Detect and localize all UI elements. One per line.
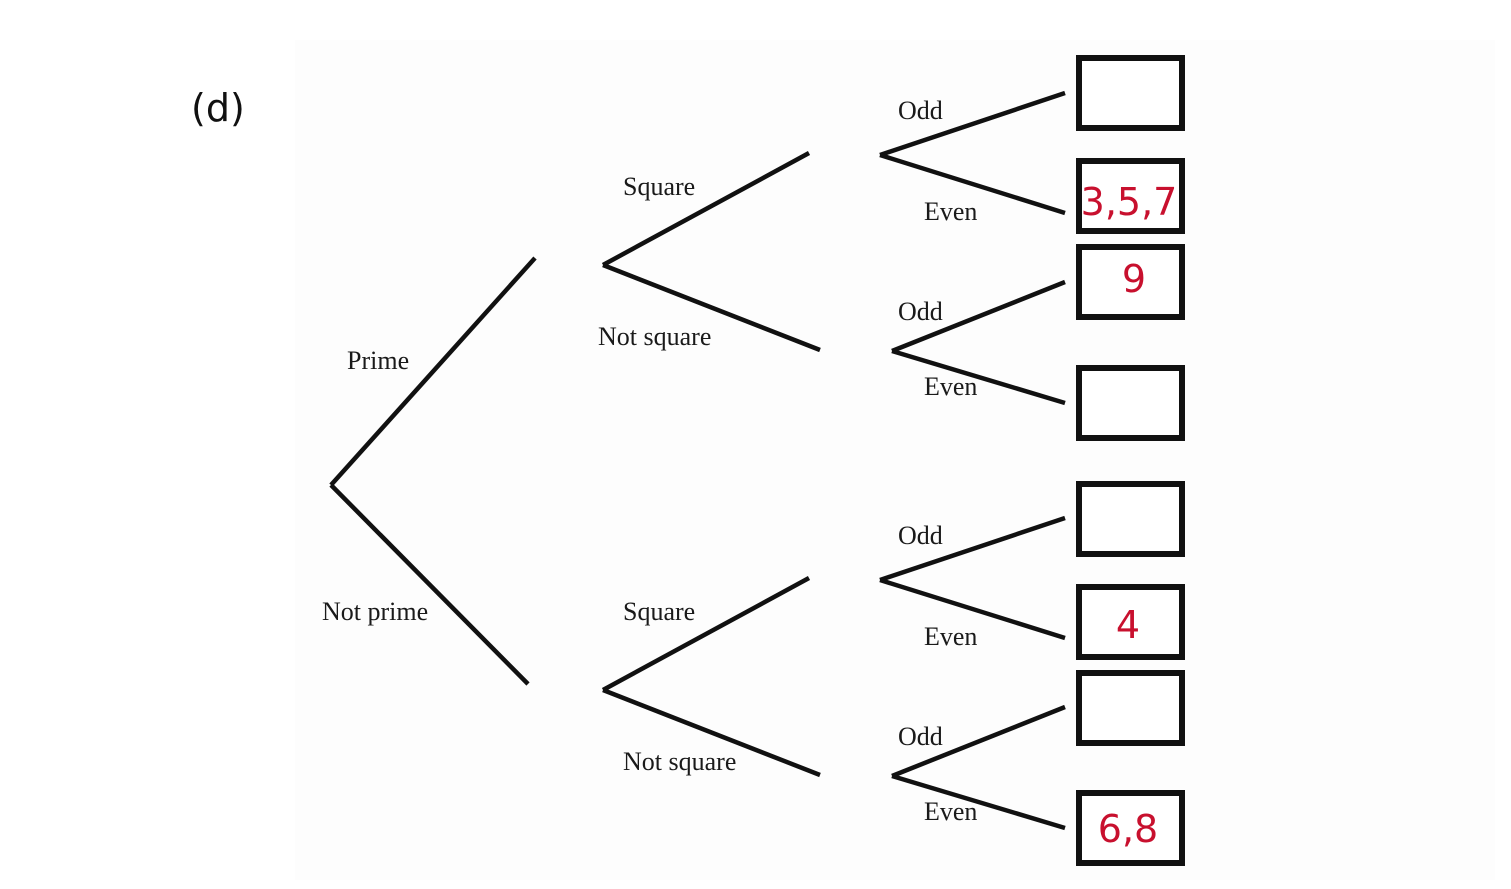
label-np-nsq-odd: Odd <box>898 722 943 751</box>
branch-notprime-square <box>601 576 811 692</box>
label-prime: Prime <box>347 346 409 375</box>
branch-p-sq-odd <box>879 90 1066 158</box>
branch-p-sq-even <box>879 152 1066 216</box>
branch-np-nsq-odd <box>891 704 1066 779</box>
answer-box-prime-notsquare-even[interactable] <box>1076 365 1185 441</box>
branch-notprime-not-square <box>602 687 821 778</box>
answer-box-notprime-notsquare-odd[interactable] <box>1076 670 1185 746</box>
label-np-sq-even: Even <box>924 622 977 651</box>
answer-box-prime-square-odd[interactable] <box>1076 55 1185 131</box>
answer-text: 4 <box>1116 603 1140 647</box>
label-notprime-not-square: Not square <box>623 747 736 776</box>
branch-p-nsq-even <box>891 348 1066 406</box>
answer-box-notprime-square-odd[interactable] <box>1076 481 1185 557</box>
label-p-nsq-even: Even <box>924 372 977 401</box>
branch-prime-not-square <box>602 262 821 353</box>
label-np-nsq-even: Even <box>924 797 977 826</box>
answer-box-notprime-square-even[interactable]: 4 <box>1076 584 1185 660</box>
label-prime-not-square: Not square <box>598 322 711 351</box>
answer-box-prime-square-even[interactable]: 3,5,7 <box>1076 158 1185 234</box>
answer-text: 9 <box>1122 257 1146 301</box>
branch-np-sq-even <box>879 577 1066 641</box>
answer-box-notprime-notsquare-even[interactable]: 6,8 <box>1076 790 1185 866</box>
branch-np-nsq-even <box>891 773 1066 831</box>
answer-box-prime-notsquare-odd[interactable]: 9 <box>1076 244 1185 320</box>
diagram-panel <box>295 40 1495 880</box>
answer-text: 3,5,7 <box>1081 180 1178 224</box>
label-prime-square: Square <box>623 172 695 201</box>
branch-prime-square <box>601 151 811 267</box>
label-np-sq-odd: Odd <box>898 521 943 550</box>
label-p-sq-odd: Odd <box>898 96 943 125</box>
label-notprime-square: Square <box>623 597 695 626</box>
branch-prime <box>329 256 537 487</box>
label-not-prime: Not prime <box>322 597 428 626</box>
label-p-nsq-odd: Odd <box>898 297 943 326</box>
branch-p-nsq-odd <box>891 279 1066 354</box>
answer-text: 6,8 <box>1098 807 1158 851</box>
branch-not-prime <box>329 483 530 686</box>
part-label: (d) <box>191 86 245 130</box>
label-p-sq-even: Even <box>924 197 977 226</box>
branch-np-sq-odd <box>879 515 1066 583</box>
